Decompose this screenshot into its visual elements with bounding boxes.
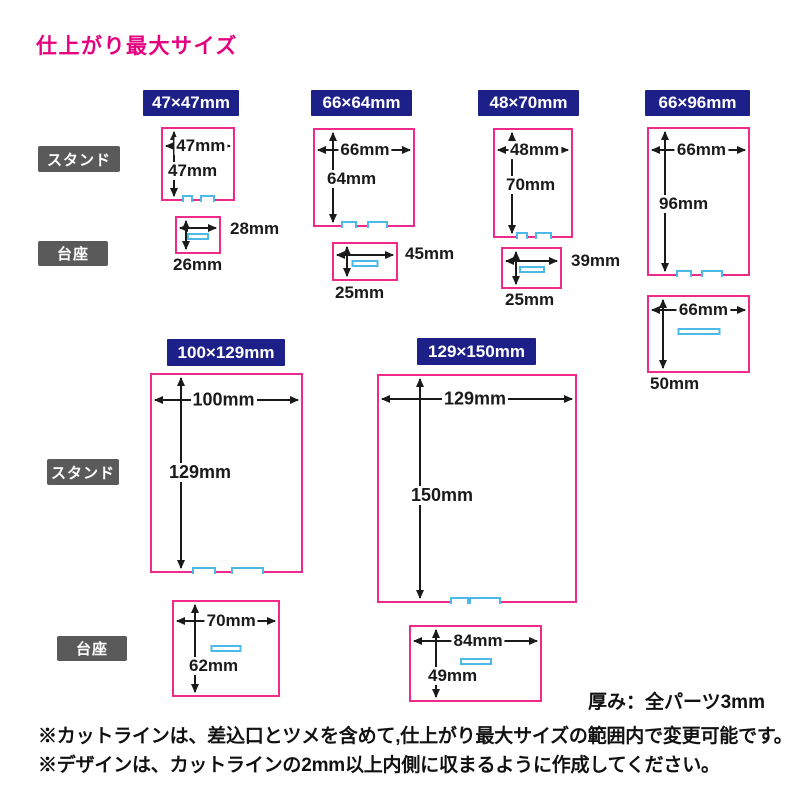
tab-cutline-icon: [535, 231, 552, 239]
stand-height-label: 70mm: [504, 175, 558, 194]
footnote-cutline: ※カットラインは、差込口とツメを含めて,仕上がり最大サイズの範囲内で変更可能です…: [38, 726, 793, 747]
tab-cutline-icon: [341, 220, 358, 228]
footnote-design: ※デザインは、カットラインの2mm以上内側に収まるように作成してください。: [38, 755, 720, 776]
slot-cutline-icon: [459, 658, 492, 665]
width-arrow-icon: [336, 250, 394, 259]
stand-width-label: 66mm: [674, 140, 729, 160]
stand-outline-48x70: 48mm 70mm: [493, 128, 573, 239]
slot-cutline-icon: [210, 645, 242, 652]
thickness-note: 厚み：全パーツ3mm: [588, 692, 765, 713]
tab-cutline-icon: [192, 566, 217, 574]
size-header-100x129: 100×129mm: [167, 339, 285, 366]
tab-cutline-icon: [181, 194, 194, 202]
stand-outline-47x47: 47mm 47mm: [161, 127, 235, 202]
size-header-48x70: 48×70mm: [478, 90, 579, 116]
base-outline-66x96: 66mm: [647, 295, 750, 373]
base-height-label: 25mm: [333, 283, 387, 302]
row-label-base-1: 台座: [38, 241, 108, 266]
height-arrow-icon: [190, 604, 199, 693]
height-arrow-icon: [511, 251, 520, 285]
base-height-label: 49mm: [426, 666, 480, 685]
slot-cutline-icon: [351, 260, 379, 267]
row-label-stand-2: スタンド: [47, 459, 119, 485]
size-header-66x96: 66×96mm: [645, 90, 750, 116]
stand-outline-66x64: 66mm 64mm: [313, 128, 415, 228]
tab-cutline-icon: [449, 596, 470, 604]
stand-outline-100x129: 100mm 129mm: [150, 373, 303, 574]
base-width-label: 45mm: [403, 244, 457, 263]
tab-cutline-icon: [469, 596, 501, 604]
stand-height-label: 150mm: [409, 485, 476, 505]
stand-height-label: 64mm: [325, 169, 379, 188]
stand-width-label: 100mm: [190, 389, 257, 410]
height-arrow-icon: [342, 246, 351, 277]
base-outline-48x70: [501, 247, 562, 289]
row-label-stand-1: スタンド: [38, 146, 120, 172]
stand-outline-66x96: 66mm 96mm: [647, 127, 750, 277]
size-header-66x64: 66×64mm: [311, 90, 412, 116]
tab-cutline-icon: [366, 220, 389, 228]
size-header-47x47: 47×47mm: [143, 90, 239, 116]
stand-height-label: 96mm: [657, 194, 711, 213]
slot-cutline-icon: [677, 328, 720, 335]
base-height-label: 25mm: [503, 290, 557, 309]
height-arrow-icon: [181, 220, 190, 250]
tab-cutline-icon: [230, 566, 264, 574]
base-outline-47x47: [175, 216, 221, 254]
base-outline-100x129: 70mm 62mm: [172, 600, 280, 697]
base-width-label: 28mm: [228, 219, 282, 238]
base-width-label: 70mm: [204, 611, 258, 631]
page-title: 仕上がり最大サイズ: [36, 35, 238, 58]
stand-width-label: 129mm: [442, 388, 509, 409]
tab-cutline-icon: [675, 269, 692, 277]
stand-width-label: 48mm: [507, 140, 562, 160]
height-arrow-icon: [431, 629, 440, 698]
height-arrow-icon: [658, 299, 667, 369]
tab-cutline-icon: [515, 231, 528, 239]
tab-cutline-icon: [200, 194, 216, 202]
slot-cutline-icon: [518, 266, 545, 273]
base-width-label: 84mm: [451, 631, 505, 651]
base-outline-129x150: 84mm 49mm: [409, 625, 542, 702]
stand-width-label: 66mm: [338, 140, 392, 160]
stand-width-label: 47mm: [174, 136, 228, 156]
width-arrow-icon: [505, 256, 558, 265]
stand-outline-129x150: 129mm 150mm: [377, 374, 577, 604]
base-height-label: 62mm: [187, 656, 241, 675]
stand-height-label: 129mm: [167, 462, 234, 482]
slot-cutline-icon: [187, 233, 209, 240]
base-height-label: 50mm: [648, 374, 702, 393]
base-width-label: 39mm: [569, 251, 623, 270]
size-header-129x150: 129×150mm: [417, 338, 536, 365]
stand-height-label: 47mm: [166, 161, 220, 180]
tab-cutline-icon: [701, 269, 724, 277]
base-height-label: 26mm: [171, 255, 225, 274]
base-outline-66x64: [332, 242, 398, 281]
base-width-label: 66mm: [676, 300, 731, 320]
row-label-base-2: 台座: [57, 636, 127, 661]
